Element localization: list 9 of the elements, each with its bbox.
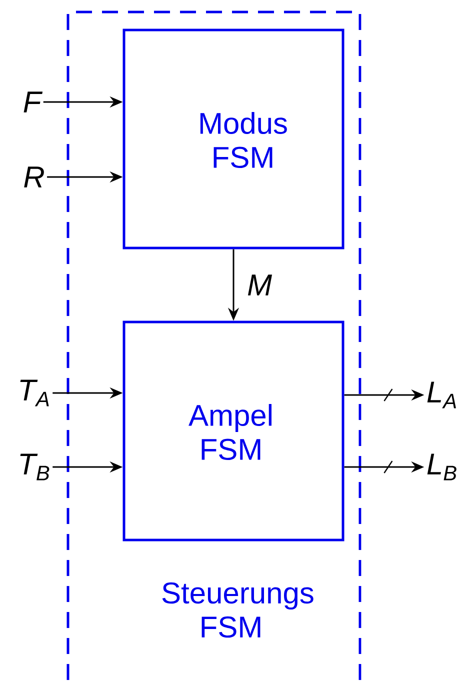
signal-label: F bbox=[24, 92, 43, 112]
signal-label: L$_{B}$ bbox=[427, 454, 456, 480]
signal-label: L$_{A}$ bbox=[427, 382, 456, 408]
fsm-box: Modus FSM bbox=[122, 28, 344, 250]
signal-label: T$_{B}$ bbox=[20, 454, 50, 480]
edge-label: M bbox=[248, 274, 272, 296]
signal-label: T$_{A}$ bbox=[20, 380, 49, 406]
signal-label: R bbox=[24, 166, 44, 188]
fsm-box: Ampel FSM bbox=[122, 320, 344, 542]
